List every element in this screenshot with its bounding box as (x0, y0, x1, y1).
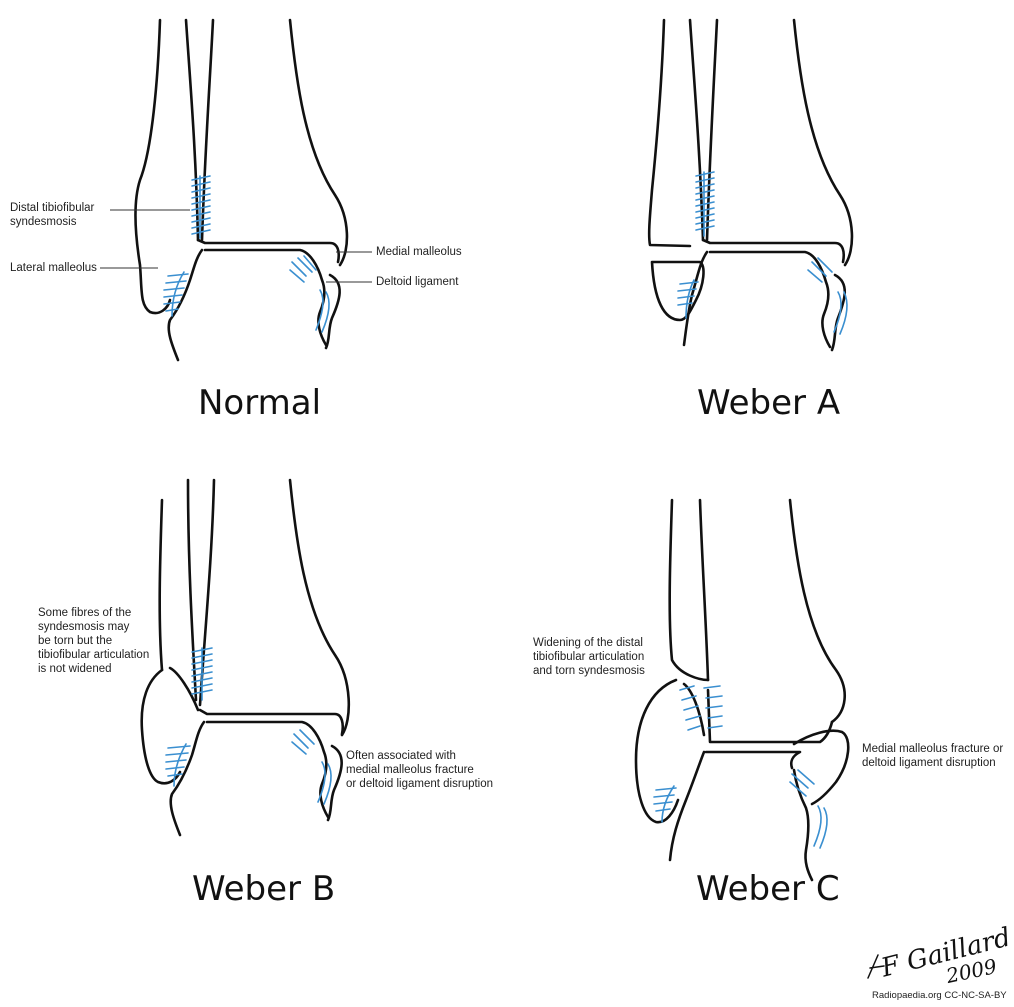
label-syndesmosis: Distal tibiofibular syndesmosis (10, 201, 94, 229)
ankle-weber-b (142, 480, 349, 835)
lateral-ligament (166, 744, 190, 786)
syndesmosis-ligament (696, 172, 714, 236)
label-weber-b-medial-note: Often associated with medial malleolus f… (346, 749, 493, 791)
title-normal: Normal (198, 383, 321, 423)
title-weber-c: Weber C (696, 869, 840, 909)
ankle-normal (100, 20, 372, 360)
ankle-weber-c (636, 500, 848, 880)
syndesmosis-ligament (192, 176, 210, 238)
ankle-weber-a (649, 20, 852, 350)
lateral-ligament (654, 786, 676, 822)
label-lateral-malleolus: Lateral malleolus (10, 261, 97, 275)
label-weber-c-medial-note: Medial malleolus fracture or deltoid lig… (862, 742, 1003, 770)
title-weber-a: Weber A (697, 383, 840, 423)
label-weber-c-widening-note: Widening of the distal tibiofibular arti… (533, 636, 645, 678)
label-deltoid-ligament: Deltoid ligament (376, 275, 458, 289)
label-medial-malleolus: Medial malleolus (376, 245, 462, 259)
credit-text: Radiopaedia.org CC-NC-SA-BY (872, 990, 1007, 1001)
label-weber-b-syndesmosis-note: Some fibres of the syndesmosis may be to… (38, 606, 149, 676)
title-weber-b: Weber B (192, 869, 335, 909)
